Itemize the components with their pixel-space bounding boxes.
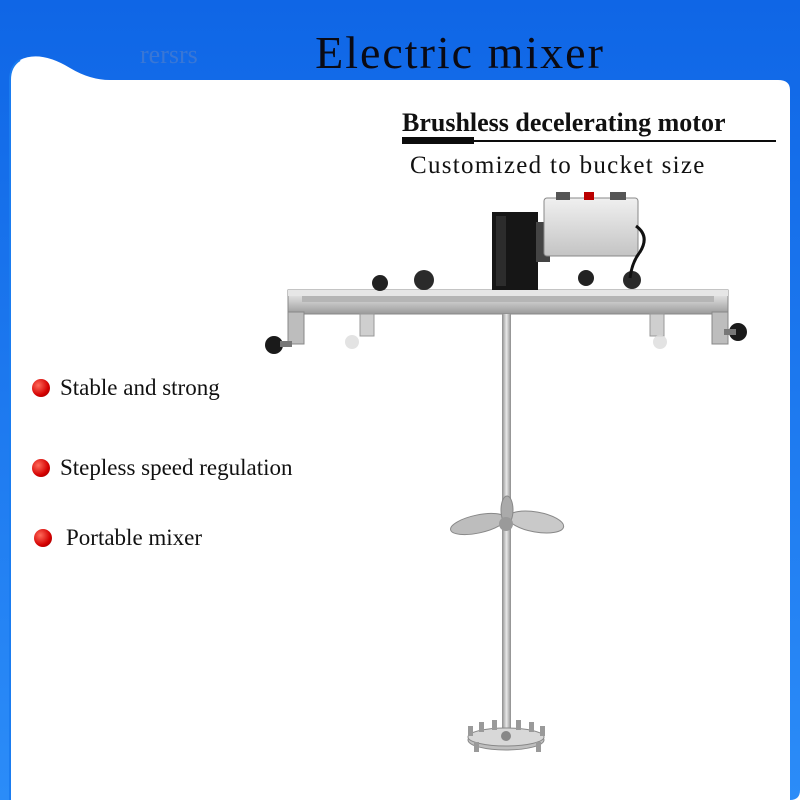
divider-thick (402, 137, 474, 144)
motor-unit (492, 192, 646, 290)
bullet-text: Stepless speed regulation (60, 455, 293, 480)
red-dot-icon (32, 459, 50, 477)
bullet-text: Stable and strong (60, 375, 220, 400)
page-title: Electric mixer (315, 27, 605, 78)
bullet-item: Stable and strong (32, 375, 220, 401)
banner-ghost-text: rersrs (140, 40, 198, 69)
divider-thin (474, 140, 776, 142)
dispersion-disc (467, 720, 545, 752)
feature-motor: Brushless decelerating motor (402, 108, 726, 137)
bullet-text: Portable mixer (66, 525, 203, 550)
knob-icon (265, 270, 747, 354)
feature-size: Customized to bucket size (410, 152, 706, 179)
red-dot-icon (32, 379, 50, 397)
support-rail (287, 289, 729, 345)
red-dot-icon (34, 529, 52, 547)
bullet-item: Portable mixer (34, 525, 202, 551)
bullet-item: Stepless speed regulation (32, 455, 293, 481)
propeller-blade (450, 495, 565, 536)
